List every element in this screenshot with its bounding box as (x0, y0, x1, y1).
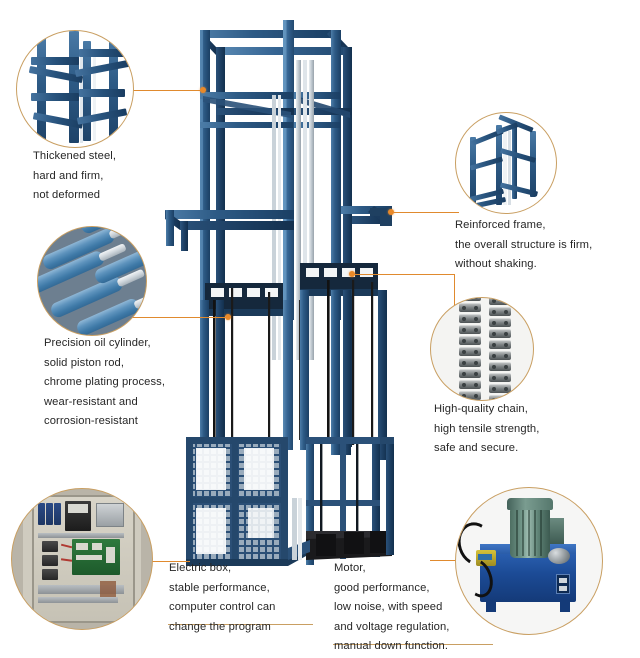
callout-image-reinforced-frame (455, 112, 557, 214)
callout-caption-electric-box: Electric box, stable performance, comput… (169, 562, 276, 633)
chain-column-right (489, 298, 511, 400)
leader-line-oil-cylinder (128, 317, 228, 319)
leader-dot-oil-cylinder (225, 314, 231, 320)
leader-line-reinforced-frame (393, 212, 459, 214)
callout-caption-reinforced-frame: Reinforced frame, the overall structure … (455, 219, 593, 270)
callout-image-thickened-steel (16, 30, 134, 148)
callout-image-oil-cylinder (37, 226, 147, 336)
callout-image-electric-box (11, 488, 153, 630)
callout-caption-chain: High-quality chain, high tensile strengt… (434, 403, 540, 454)
leader-line-chain-vertical (454, 274, 456, 306)
callout-caption-oil-cylinder: Precision oil cylinder, solid piston rod… (44, 337, 166, 427)
callout-image-chain (430, 297, 534, 401)
leader-line-chain-horizontal (352, 274, 455, 276)
caption-underline-electric-box (168, 624, 313, 626)
leader-dot-thickened-steel (200, 87, 206, 93)
caption-underline-motor (333, 644, 493, 646)
chain-column-left (459, 298, 481, 400)
leader-dot-chain (349, 271, 355, 277)
callout-caption-motor: Motor, good performance, low noise, with… (334, 562, 450, 652)
callout-image-motor (455, 487, 603, 635)
leader-line-motor (430, 560, 460, 562)
leader-line-electric-box (120, 561, 190, 563)
leader-dot-reinforced-frame (388, 209, 394, 215)
callout-caption-thickened-steel: Thickened steel, hard and firm, not defo… (33, 150, 117, 201)
leader-line-thickened-steel (129, 90, 205, 92)
